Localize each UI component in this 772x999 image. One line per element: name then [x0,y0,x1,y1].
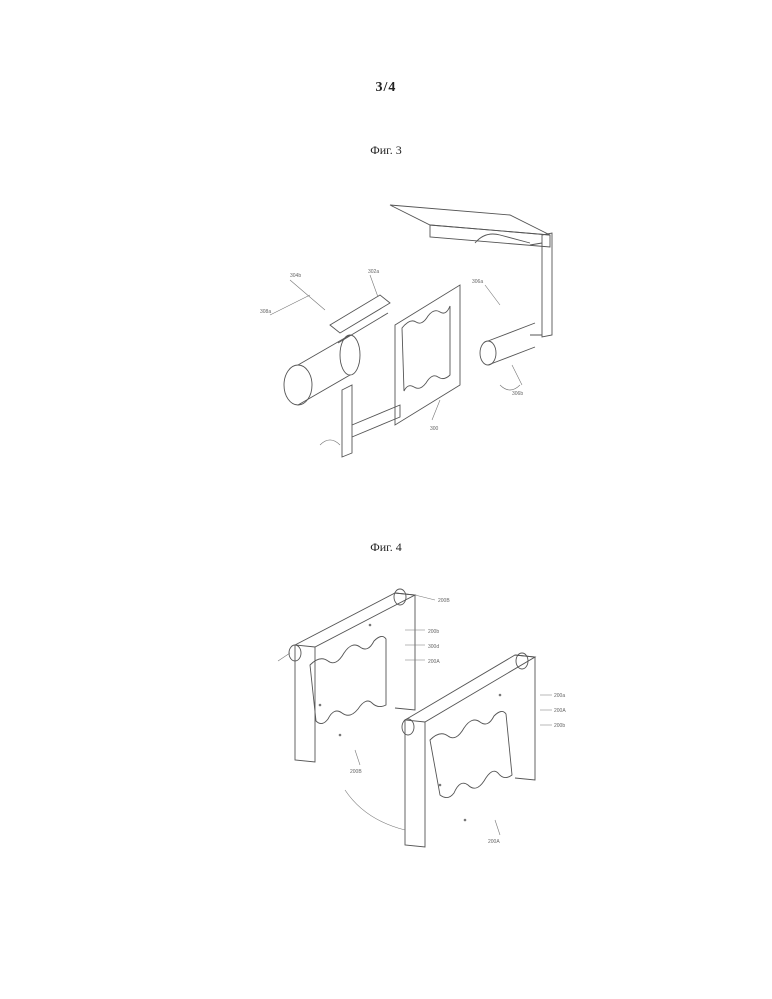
ref-label: 200A [428,659,440,665]
ref-label: 200B [438,598,450,604]
ref-label: 200A [554,708,566,714]
sheet-number: 3/4 [0,80,772,96]
figure-4-title: Фиг. 4 [0,540,772,555]
svg-text:306b: 306b [512,391,523,397]
ref-label: 200B [350,769,362,775]
svg-text:302a: 302a [368,269,379,275]
figure-4-drawing: 200B 200b 300d 200A 200a 200A 200b 200B … [250,575,580,865]
svg-text:306a: 306a [472,279,483,285]
figure-3-title: Фиг. 3 [0,143,772,158]
ref-label: 200b [428,629,439,635]
ref-label: 200b [554,723,565,729]
svg-text:304b: 304b [290,273,301,279]
ref-label: 300d [428,644,439,650]
svg-text:308a: 308a [260,309,271,315]
figure-3-drawing: 308a 304b 302a 306a 306b 300 [250,185,580,485]
svg-text:300: 300 [430,426,439,432]
ref-label: 200A [488,839,500,845]
ref-label: 200a [554,693,565,699]
